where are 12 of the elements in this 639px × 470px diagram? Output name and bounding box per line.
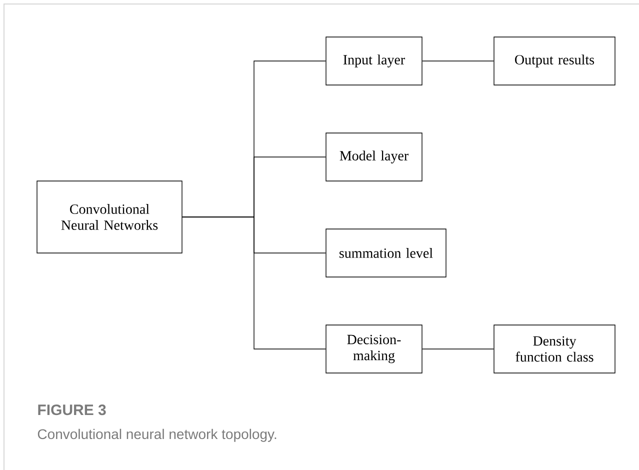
text-box: summation level xyxy=(326,228,446,278)
text-box: Density function class xyxy=(494,324,616,374)
caption: Convolutional neural network topology. xyxy=(38,428,276,442)
text-box: Output results xyxy=(494,36,616,86)
text-box: Input layer xyxy=(326,36,422,86)
figure-label: FIGURE 3 xyxy=(38,404,106,416)
text-box: Model layer xyxy=(326,132,422,182)
text-box: Convolutional Neural Networks xyxy=(36,180,182,254)
connector-line xyxy=(422,60,494,62)
connector-line xyxy=(182,216,326,350)
text-box: Decision-making xyxy=(326,324,422,374)
connector-line xyxy=(422,348,494,350)
